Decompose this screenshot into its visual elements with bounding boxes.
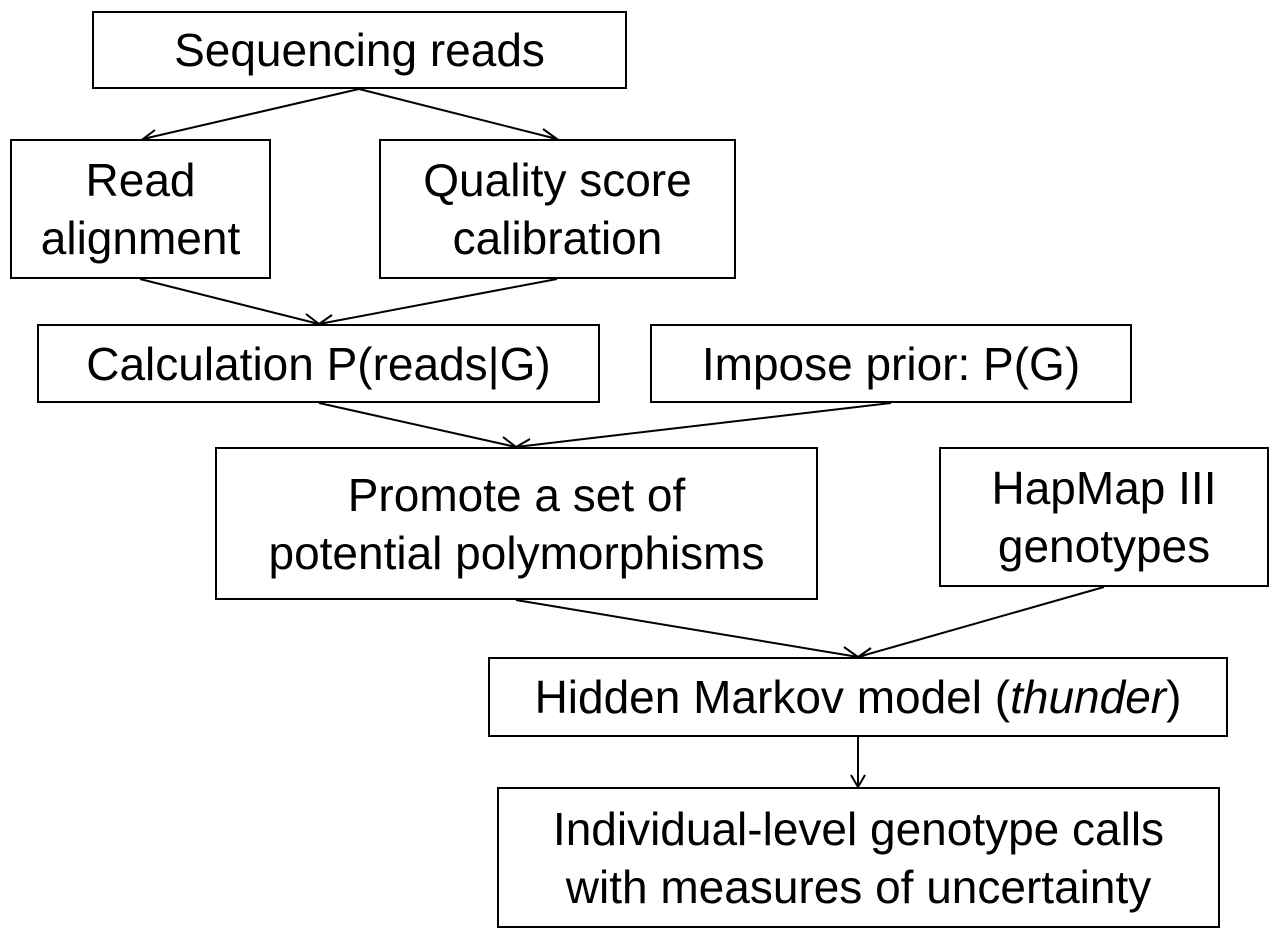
node-promote-polymorphisms: Promote a set of potential polymorphisms: [215, 447, 818, 600]
edge-sequencing-to-quality: [358, 88, 560, 142]
node-impose-prior: Impose prior: P(G): [650, 324, 1132, 403]
node-read-alignment: Read alignment: [10, 139, 271, 279]
node-individual-genotype-calls: Individual-level genotype calls with mea…: [497, 787, 1220, 928]
node-calculation: Calculation P(reads|G): [37, 324, 600, 403]
node-hidden-markov-model: Hidden Markov model (thunder): [488, 657, 1228, 737]
node-label-suffix: ): [1166, 671, 1182, 723]
edge-sequencing-to-alignment: [140, 88, 360, 142]
edge-alignment-to-calculation: [139, 278, 322, 327]
node-label-line-1: Individual-level genotype calls: [552, 802, 1165, 855]
node-hapmap-genotypes: HapMap III genotypes: [939, 447, 1269, 587]
node-label-line-2: with measures of uncertainty: [565, 860, 1152, 913]
node-label-line-2: calibration: [452, 212, 663, 264]
node-label-line-2: alignment: [40, 212, 241, 264]
node-quality-score-calibration: Quality score calibration: [379, 139, 736, 279]
node-label: Sequencing reads: [174, 24, 545, 76]
node-label: Calculation P(reads|G): [86, 337, 551, 390]
edge-calculation-to-promote: [318, 402, 519, 450]
node-label-line-1: Promote a set of: [347, 468, 686, 521]
edge-promote-to-hmm: [515, 599, 861, 660]
node-label-line-2: potential polymorphisms: [268, 526, 765, 579]
node-label: Hidden Markov model (thunder): [535, 668, 1182, 726]
edge-hmm-to-individual: [850, 737, 866, 789]
edge-prior-to-promote: [513, 402, 892, 451]
node-label-line-1: HapMap III: [991, 462, 1217, 514]
node-sequencing-reads: Sequencing reads: [92, 11, 627, 89]
node-label: Impose prior: P(G): [701, 337, 1081, 390]
node-label-line-1: Quality score: [423, 154, 692, 206]
node-label-italic: thunder: [1010, 671, 1167, 723]
node-label-line-1: Read: [85, 154, 196, 206]
edge-hapmap-to-hmm: [855, 586, 1105, 660]
node-label-line-2: genotypes: [997, 520, 1211, 572]
edge-quality-to-calculation: [316, 278, 558, 327]
node-label-prefix: Hidden Markov model (: [534, 671, 1011, 723]
